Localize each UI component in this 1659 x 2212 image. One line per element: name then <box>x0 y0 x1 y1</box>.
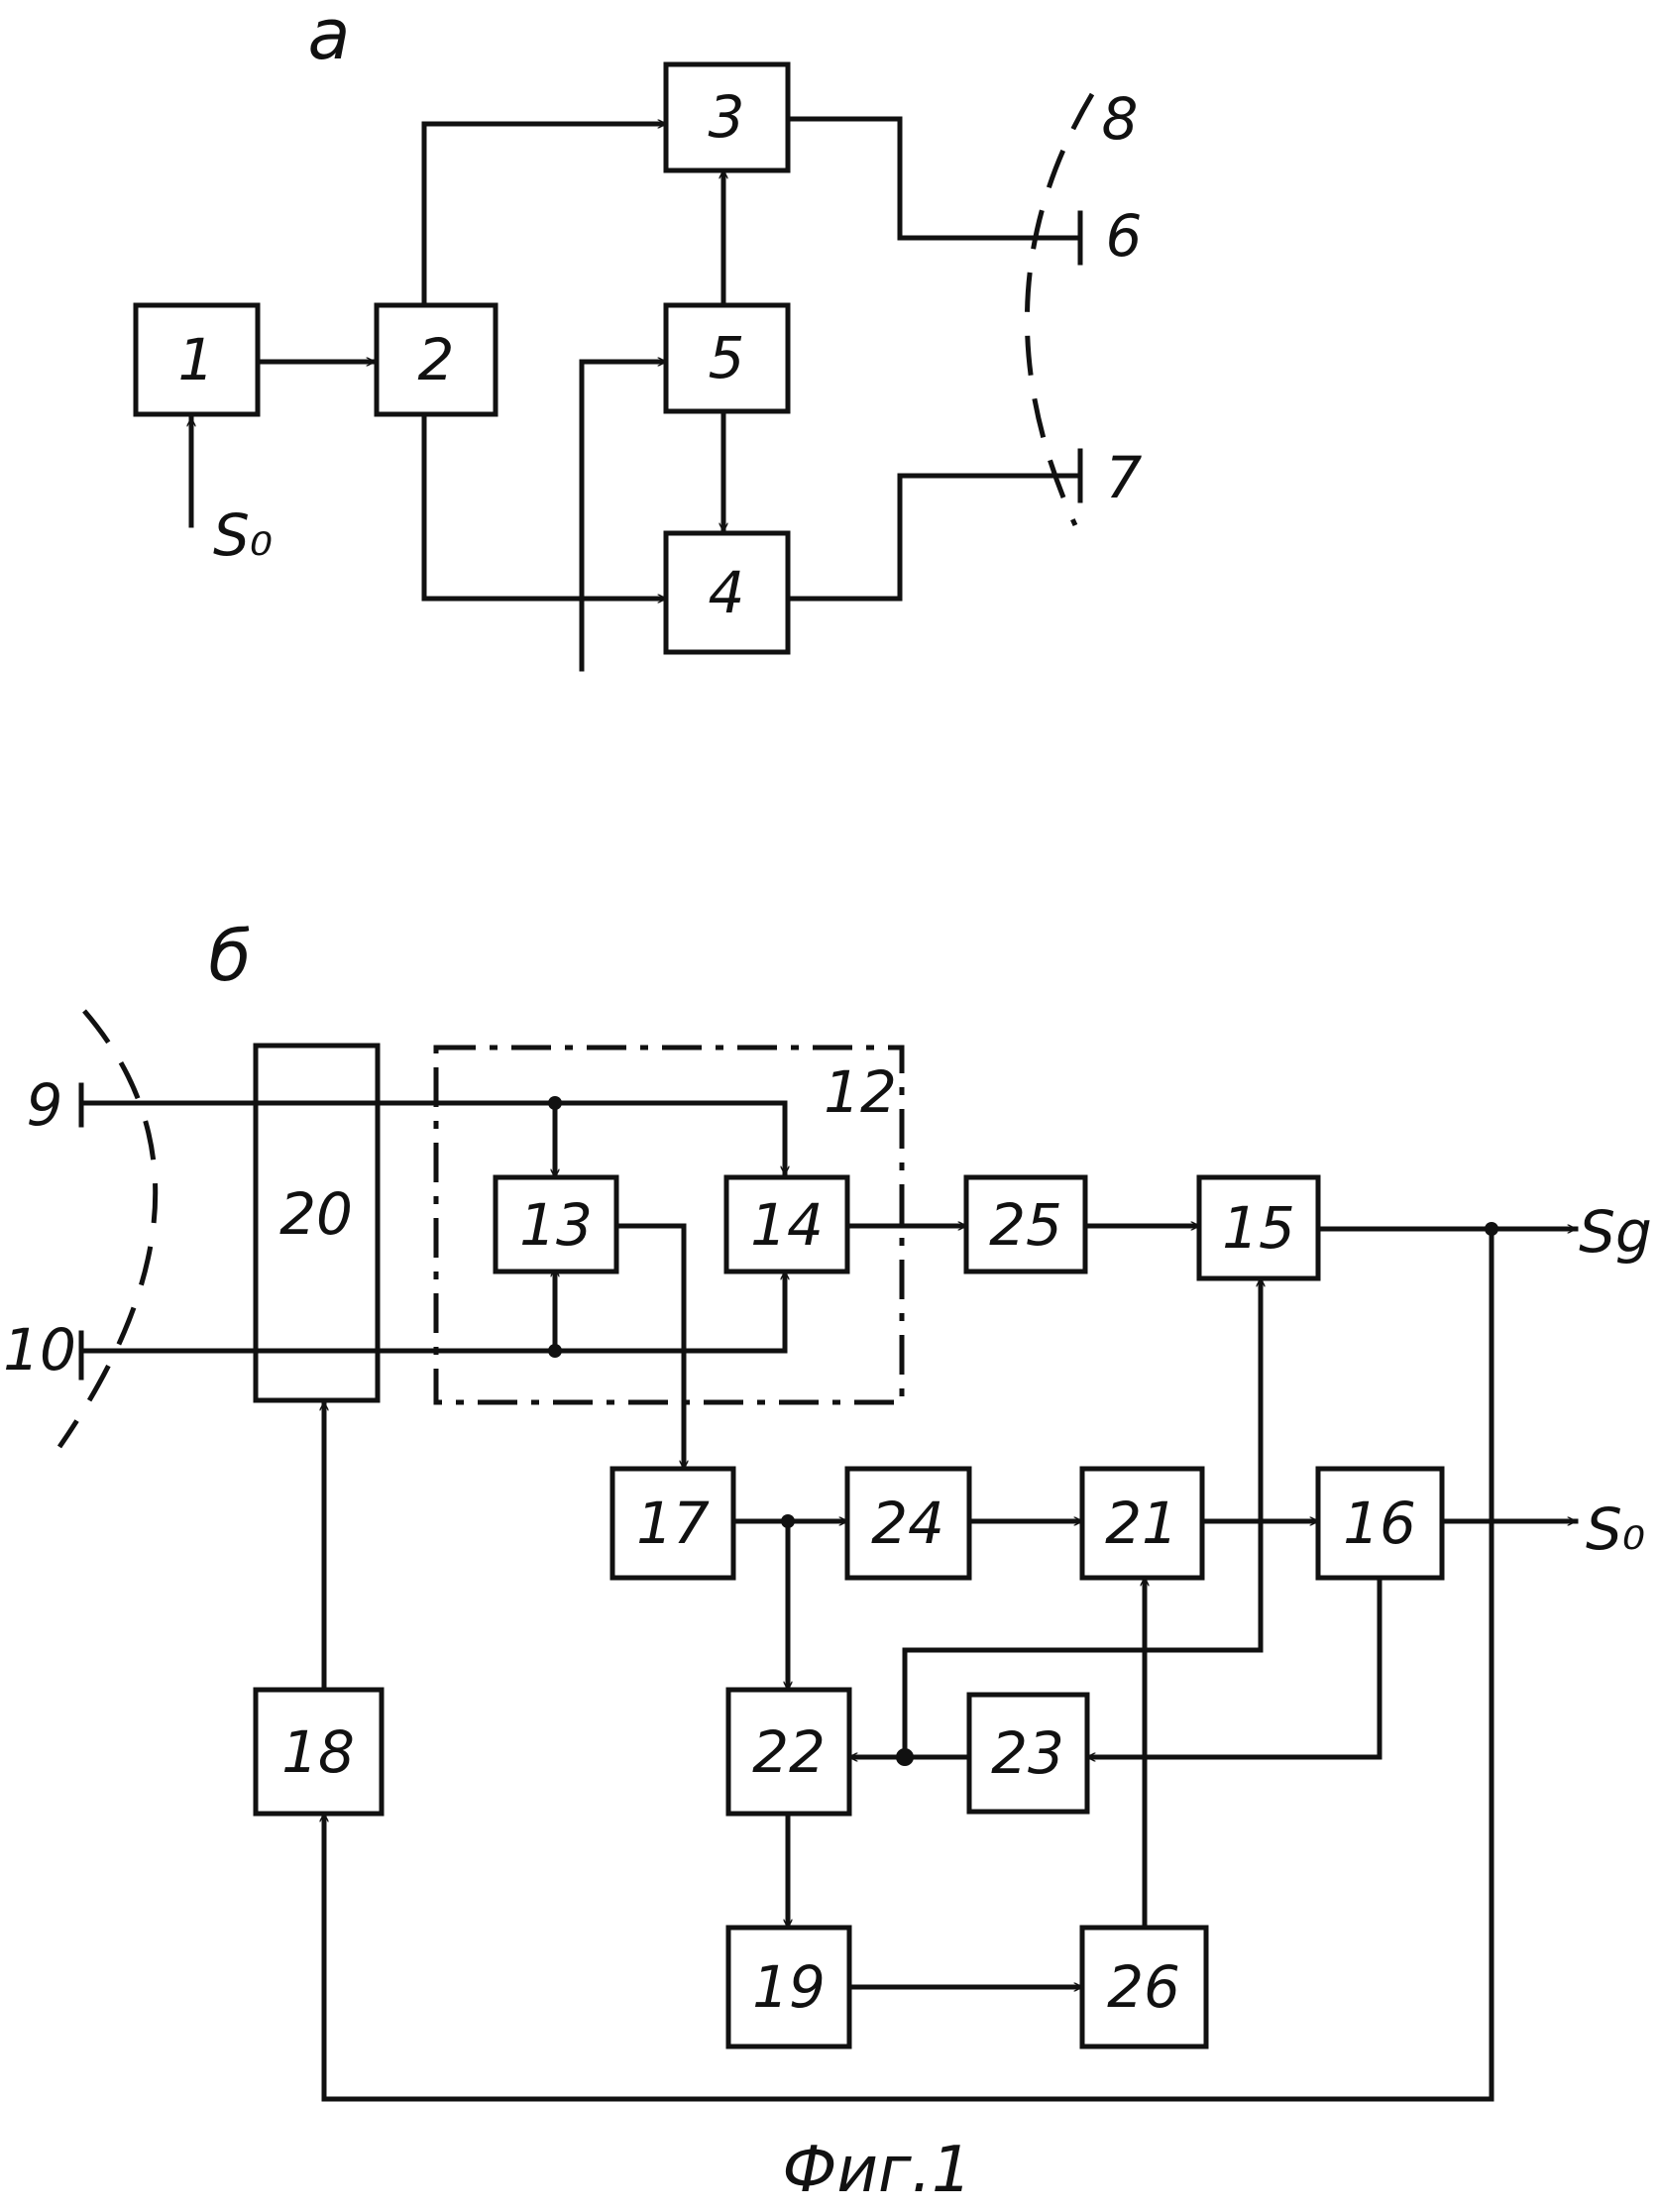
svg-text:16: 16 <box>1343 1490 1416 1557</box>
svg-text:26: 26 <box>1107 1953 1180 2021</box>
block-26: 26 <box>1082 1928 1206 2046</box>
antenna-6-label: 6 <box>1106 202 1143 270</box>
svg-text:3: 3 <box>709 83 745 151</box>
block-13: 13 <box>496 1177 616 1272</box>
block-14: 14 <box>726 1177 847 1272</box>
block-22: 22 <box>728 1690 849 1814</box>
svg-text:21: 21 <box>1105 1490 1178 1557</box>
svg-text:25: 25 <box>989 1191 1062 1259</box>
part-a-connections <box>191 94 1092 669</box>
block-19: 19 <box>728 1928 849 2046</box>
output-sg-label: Sg <box>1579 1198 1652 1266</box>
arc-8-label: 8 <box>1102 85 1139 153</box>
part-b-label: б <box>208 916 251 997</box>
svg-text:17: 17 <box>636 1490 710 1557</box>
figure-caption: Фиг.1 <box>782 2134 971 2207</box>
block-21: 21 <box>1082 1469 1202 1578</box>
svg-text:19: 19 <box>752 1953 826 2021</box>
block-23: 23 <box>969 1695 1087 1812</box>
block-16: 16 <box>1318 1469 1442 1578</box>
block-5: 5 <box>666 305 788 411</box>
svg-text:20: 20 <box>279 1180 353 1248</box>
output-s0-label: S₀ <box>1586 1495 1645 1563</box>
svg-text:23: 23 <box>991 1719 1064 1787</box>
svg-text:22: 22 <box>752 1718 826 1786</box>
svg-text:1: 1 <box>178 326 215 393</box>
svg-text:4: 4 <box>709 559 745 626</box>
antenna-10-label: 10 <box>3 1316 76 1383</box>
block-3: 3 <box>666 64 788 170</box>
input-s0-label: S₀ <box>213 501 273 569</box>
block-25: 25 <box>966 1177 1085 1272</box>
group-12-label: 12 <box>824 1058 897 1126</box>
block-17: 17 <box>612 1469 733 1578</box>
block-1: 1 <box>136 305 258 414</box>
block-15: 15 <box>1199 1177 1318 1278</box>
antenna-7-label: 7 <box>1106 444 1143 511</box>
block-24: 24 <box>847 1469 969 1578</box>
svg-text:2: 2 <box>418 326 455 393</box>
part-a-label: а <box>308 0 351 75</box>
antenna-9-label: 9 <box>27 1071 63 1139</box>
block-20: 20 <box>256 1046 378 1400</box>
svg-text:18: 18 <box>281 1718 355 1786</box>
block-4: 4 <box>666 533 788 652</box>
block-2: 2 <box>377 305 496 414</box>
block-18: 18 <box>256 1690 382 1814</box>
svg-text:14: 14 <box>750 1191 824 1259</box>
svg-text:15: 15 <box>1222 1194 1295 1262</box>
svg-text:13: 13 <box>519 1191 593 1259</box>
svg-text:5: 5 <box>709 324 745 391</box>
svg-text:24: 24 <box>871 1490 944 1557</box>
